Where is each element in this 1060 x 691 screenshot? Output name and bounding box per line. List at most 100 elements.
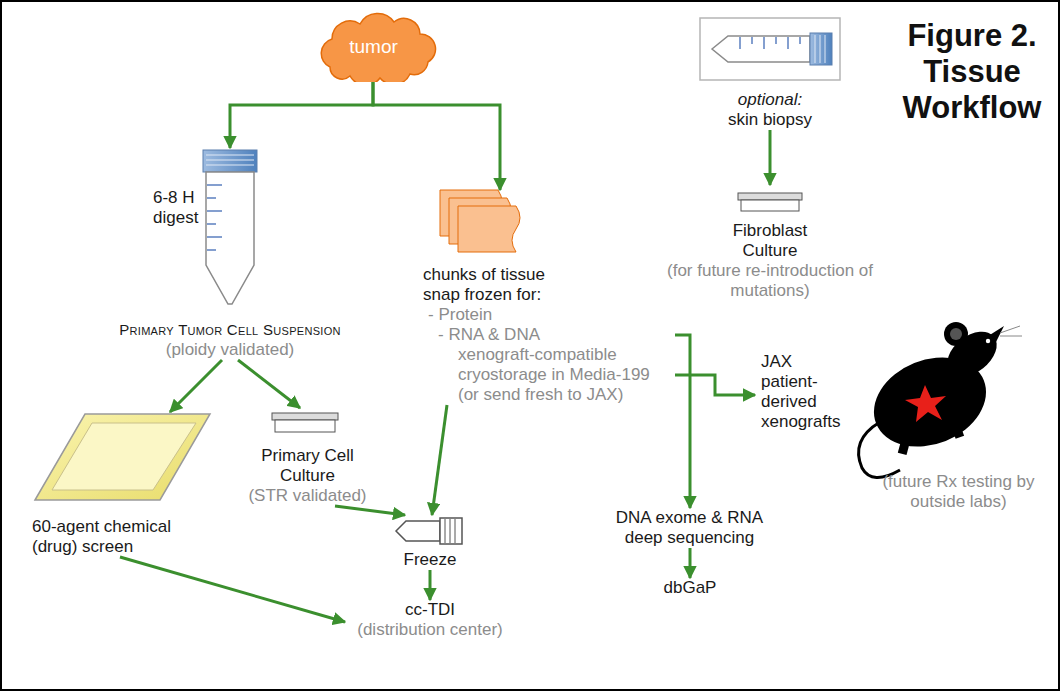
mouse-icon-part <box>944 322 968 346</box>
step-note: - RNA & DNA <box>423 325 675 345</box>
skin-biopsy-tube-icon-part <box>825 35 826 63</box>
step-label: JAX patient-derived xenografts <box>761 352 849 432</box>
conical-tube-icon-part <box>207 184 222 186</box>
culture-dish-icon-part <box>272 413 338 420</box>
workflow-step: optional:skin biopsy <box>690 14 850 130</box>
conical-tube-icon-part <box>203 150 257 172</box>
conical-tube-icon-part <box>207 223 216 225</box>
mouse-icon-part <box>905 385 946 422</box>
step-note: (ploidy validated) <box>100 340 360 360</box>
workflow-step: 6-8 H digestPrimary Tumor Cell Suspensio… <box>100 148 360 360</box>
workflow-step: dbGaP <box>650 578 730 598</box>
culture-dish-icon <box>738 193 802 211</box>
workflow-step: Fibroblast Culture(for future re-introdu… <box>640 185 900 301</box>
culture-dish-icon-part <box>738 193 802 200</box>
flow-arrow <box>432 405 447 515</box>
flow-arrow <box>373 82 500 190</box>
culture-dish-icon-part <box>741 200 799 211</box>
skin-biopsy-tube-icon-part <box>712 36 810 62</box>
mouse-icon-part <box>898 435 911 455</box>
culture-dish-icon <box>272 413 338 432</box>
conical-tube-icon-part <box>206 165 254 166</box>
mouse-icon-part <box>985 326 1004 350</box>
skin-biopsy-tube-icon-part <box>775 37 777 44</box>
drug-plate-icon-part <box>35 414 210 500</box>
step-label: dbGaP <box>650 578 730 598</box>
flow-arrow <box>769 130 772 185</box>
skin-biopsy-tube-icon-part <box>787 37 789 49</box>
flow-arrow <box>675 335 690 508</box>
cryovial-icon-part <box>440 518 462 544</box>
step-label: Freeze <box>390 550 470 570</box>
skin-biopsy-tube-icon <box>700 18 840 80</box>
conical-tube-icon-part <box>206 155 254 156</box>
conical-tube-icon-part <box>207 249 216 251</box>
cryovial-icon <box>396 518 462 544</box>
skin-biopsy-tube-icon-part <box>751 37 753 44</box>
step-note: (distribution center) <box>345 620 515 640</box>
workflow-step: Primary Cell Culture(STR validated) <box>245 408 370 506</box>
cryovial-icon-part <box>445 519 446 543</box>
mouse-icon-part <box>939 323 1005 386</box>
mouse-icon-part <box>986 339 990 343</box>
mouse-icon-part <box>949 417 964 439</box>
cryovial-icon-part <box>455 519 456 543</box>
mouse-icon-part <box>1000 336 1022 337</box>
conical-tube-icon-part <box>207 210 222 212</box>
mouse-icon <box>859 322 1022 478</box>
step-label: tumor <box>349 37 398 57</box>
step-label: cc-TDI <box>345 600 515 620</box>
step-note: - Protein <box>423 305 675 325</box>
culture-dish-icon-part <box>275 420 335 432</box>
mouse-icon-part <box>950 328 962 340</box>
conical-tube-icon-part <box>206 160 254 161</box>
skin-biopsy-tube-icon-part <box>763 37 765 49</box>
conical-tube-icon-part <box>206 172 254 304</box>
mouse-icon-part <box>1000 326 1020 333</box>
step-note: (future Rx testing by outside labs) <box>876 472 1041 512</box>
flow-arrow <box>429 570 432 600</box>
flow-arrow <box>689 548 692 578</box>
step-label: Primary Cell Culture <box>245 446 370 486</box>
step-note: skin biopsy <box>690 110 850 130</box>
flow-arrow <box>238 360 300 408</box>
step-note: (for future re-introduction of mutations… <box>655 261 885 301</box>
workflow-step: JAX patient-derived xenografts(future Rx… <box>755 352 1035 512</box>
flow-arrow <box>120 557 345 622</box>
step-label: Fibroblast Culture <box>720 221 820 261</box>
tissue-chunks-icon <box>440 190 520 252</box>
cryovial-icon-part <box>450 519 451 543</box>
drug-plate-icon <box>35 414 210 500</box>
flow-arrow <box>675 375 755 395</box>
cryovial-icon-part <box>396 521 440 541</box>
step-label: 6-8 H digest <box>153 188 203 228</box>
step-label: 60-agent chemical (drug) screen <box>32 517 212 557</box>
step-label: DNA exome & RNA deep sequencing <box>597 508 782 548</box>
skin-biopsy-tube-icon-part <box>799 37 801 44</box>
step-label: optional: <box>690 90 850 110</box>
workflow-step: cc-TDI(distribution center) <box>345 600 515 640</box>
skin-biopsy-tube-icon-part <box>700 18 840 80</box>
tumor-cloud: tumor <box>310 12 437 82</box>
skin-biopsy-tube-icon-part <box>820 35 821 63</box>
figure-title: Figure 2. Tissue Workflow <box>886 18 1058 126</box>
flow-arrow <box>170 360 222 412</box>
flow-arrow <box>230 82 373 148</box>
step-note: Primary Tumor Cell Suspension <box>100 320 360 340</box>
conical-tube-icon <box>203 150 257 304</box>
workflow-step: Freeze <box>390 515 470 570</box>
conical-tube-icon-part <box>207 236 222 238</box>
drug-plate-icon-part <box>52 423 196 490</box>
tissue-chunks-icon-part <box>458 206 520 252</box>
skin-biopsy-tube-icon-part <box>739 37 741 49</box>
step-note: (STR validated) <box>245 486 370 506</box>
step-note: xenograft-compatible cryostorage in Medi… <box>423 345 673 405</box>
flow-arrow <box>335 506 405 515</box>
workflow-step: 60-agent chemical (drug) screen <box>32 412 212 557</box>
conical-tube-icon-part <box>207 197 216 199</box>
skin-biopsy-tube-icon-part <box>810 33 832 65</box>
step-label: chunks of tissue snap frozen for: <box>423 265 563 305</box>
